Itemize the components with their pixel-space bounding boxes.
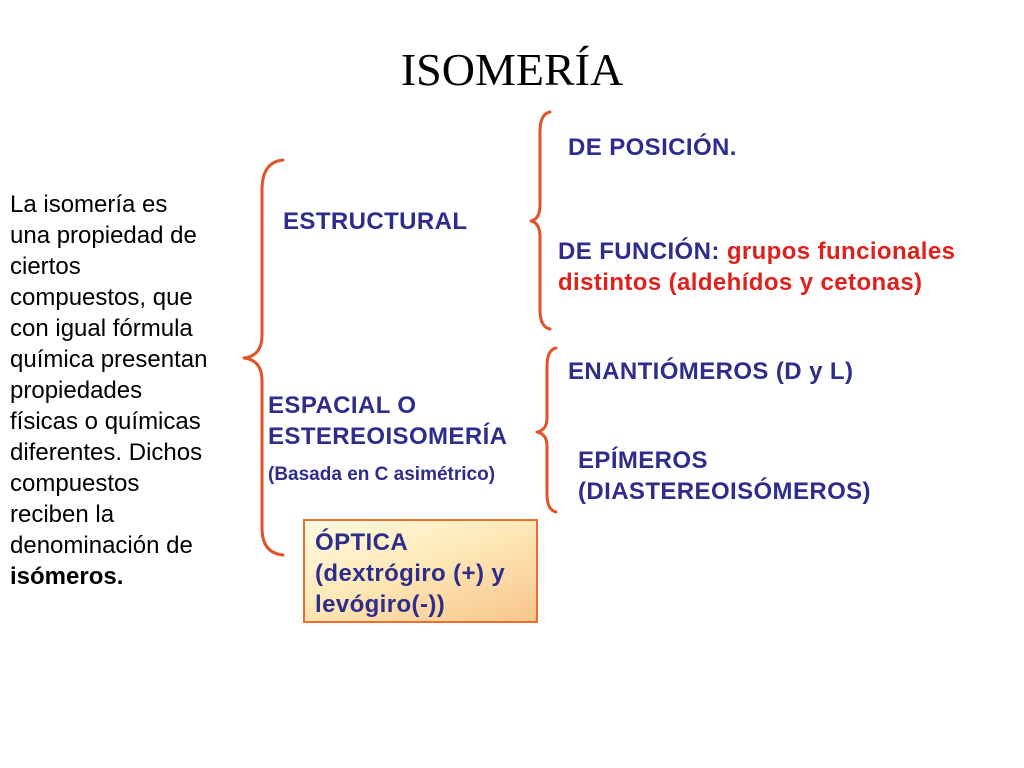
definition-line: reciben la bbox=[10, 501, 115, 528]
function-isomerism-label: DE FUNCIÓN: bbox=[558, 238, 720, 265]
spatial-label-line: ESTEREOISOMERÍA bbox=[268, 423, 508, 450]
epimers-label-line: EPÍMEROS bbox=[578, 447, 708, 474]
definition-line: propiedades bbox=[10, 377, 143, 404]
epimers-label: EPÍMEROS (DIASTEREOISÓMEROS) bbox=[578, 445, 871, 507]
function-isomerism-desc-line: distintos (aldehídos y cetonas) bbox=[558, 269, 923, 296]
definition-line: con igual fórmula bbox=[10, 315, 193, 342]
definition-line: denominación de bbox=[10, 532, 193, 559]
definition-line: una propiedad de bbox=[10, 222, 197, 249]
definition-line: físicas o químicas bbox=[10, 408, 201, 435]
function-isomerism-block: DE FUNCIÓN: grupos funcionales distintos… bbox=[558, 236, 955, 298]
spatial-label: ESPACIAL O ESTEREOISOMERÍA bbox=[268, 390, 507, 452]
main-brace bbox=[242, 158, 285, 557]
slide-title: ISOMERÍA bbox=[400, 44, 624, 95]
optical-line: ÓPTICA bbox=[315, 529, 409, 556]
spatial-label-line: ESPACIAL O bbox=[268, 392, 417, 419]
optical-line: (dextrógiro (+) y bbox=[315, 560, 506, 587]
definition-line: compuestos bbox=[10, 470, 140, 497]
optical-isomerism-box: ÓPTICA (dextrógiro (+) y levógiro(-)) bbox=[303, 519, 538, 623]
structural-brace bbox=[529, 110, 552, 331]
position-isomerism-label: DE POSICIÓN. bbox=[568, 134, 737, 161]
enantiomers-label: ENANTIÓMEROS (D y L) bbox=[568, 358, 854, 385]
definition-line: diferentes. Dichos bbox=[10, 439, 203, 466]
definition-line: química presentan bbox=[10, 346, 208, 373]
optical-isomerism-text: ÓPTICA (dextrógiro (+) y levógiro(-)) bbox=[315, 527, 505, 620]
structural-label: ESTRUCTURAL bbox=[283, 208, 468, 235]
optical-line: levógiro(-)) bbox=[315, 591, 446, 618]
isomerism-definition: La isomería es una propiedad de ciertos … bbox=[10, 189, 240, 592]
definition-line: ciertos bbox=[10, 253, 81, 280]
definition-bold-term: isómeros. bbox=[10, 563, 124, 590]
function-isomerism-desc-line: grupos funcionales bbox=[726, 238, 956, 265]
epimers-label-line: (DIASTEREOISÓMEROS) bbox=[578, 478, 871, 505]
definition-line: La isomería es bbox=[10, 191, 168, 218]
spatial-brace bbox=[535, 346, 558, 514]
spatial-note: (Basada en C asimétrico) bbox=[268, 464, 496, 485]
definition-line: compuestos, que bbox=[10, 284, 193, 311]
